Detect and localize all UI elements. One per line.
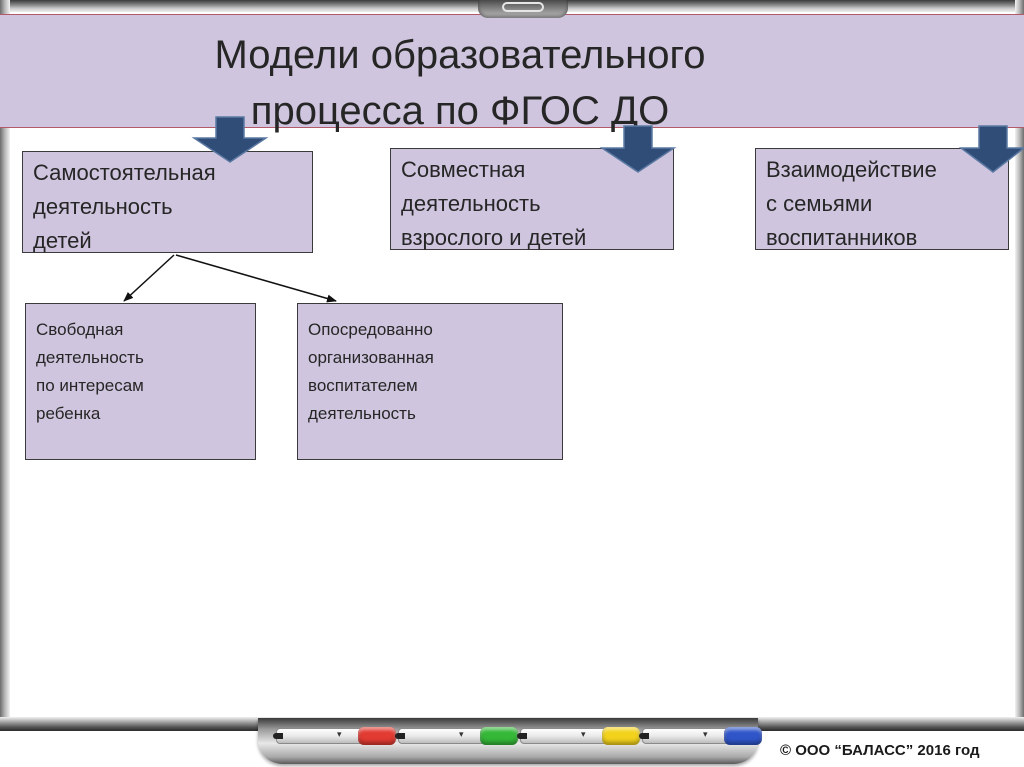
board-frame-right xyxy=(1015,0,1024,718)
box-text-line: ребенка xyxy=(36,404,101,423)
box-text-line: деятельность xyxy=(401,191,541,216)
title-band: Модели образовательного процесса по ФГОС… xyxy=(0,14,1024,133)
marker-cap xyxy=(602,727,640,745)
block-arrow-down-icon xyxy=(191,116,269,163)
box-text-line: Свободная xyxy=(36,320,124,339)
block-arrow-down-icon xyxy=(599,125,677,173)
board-frame-left xyxy=(0,0,10,718)
slide-title-line-2: процесса по ФГОС ДО xyxy=(250,89,670,133)
slide-title-line-1: Модели образовательного xyxy=(214,33,706,77)
model-box-independent-activity: Самостоятельная деятельность детей xyxy=(22,151,313,253)
marker-cap xyxy=(724,727,762,745)
marker-yellow-icon: ▾ xyxy=(517,727,640,745)
box-text-line: организованная xyxy=(308,348,434,367)
box-text-line: воспитанников xyxy=(766,225,918,250)
marker-tray: ▾ ▾ ▾ ▾ xyxy=(258,718,762,764)
box-text-line: детей xyxy=(33,228,92,253)
box-text-line: взрослого и детей xyxy=(401,225,587,250)
box-text-line: деятельность xyxy=(36,348,144,367)
board-top-clip xyxy=(478,0,568,18)
box-text-line: деятельность xyxy=(33,194,173,219)
connector-arrow xyxy=(175,254,337,303)
connector-arrow xyxy=(123,254,175,302)
marker-blue-icon: ▾ xyxy=(639,727,762,745)
marker-red-icon: ▾ xyxy=(273,727,396,745)
slide-title: Модели образовательного процесса по ФГОС… xyxy=(150,27,770,139)
sub-box-mediated-activity: Опосредованно организованная воспитателе… xyxy=(297,303,563,460)
box-text-line: деятельность xyxy=(308,404,416,423)
marker-cap xyxy=(358,727,396,745)
box-text-line: Совместная xyxy=(401,157,526,182)
box-text-line: с семьями xyxy=(766,191,873,216)
sub-box-free-activity: Свободная деятельность по интересам ребе… xyxy=(25,303,256,460)
marker-green-icon: ▾ xyxy=(395,727,518,745)
copyright-text: © ООО “БАЛАСС” 2016 год xyxy=(780,742,980,759)
box-text-line: Взаимодействие xyxy=(766,157,937,182)
box-text-line: по интересам xyxy=(36,376,144,395)
model-box-family-interaction: Взаимодействие с семьями воспитанников xyxy=(755,148,1009,250)
box-text-line: Опосредованно xyxy=(308,320,433,339)
marker-cap xyxy=(480,727,518,745)
box-text-line: Самостоятельная xyxy=(33,160,216,185)
box-text-line: воспитателем xyxy=(308,376,418,395)
block-arrow-down-icon xyxy=(958,125,1024,173)
